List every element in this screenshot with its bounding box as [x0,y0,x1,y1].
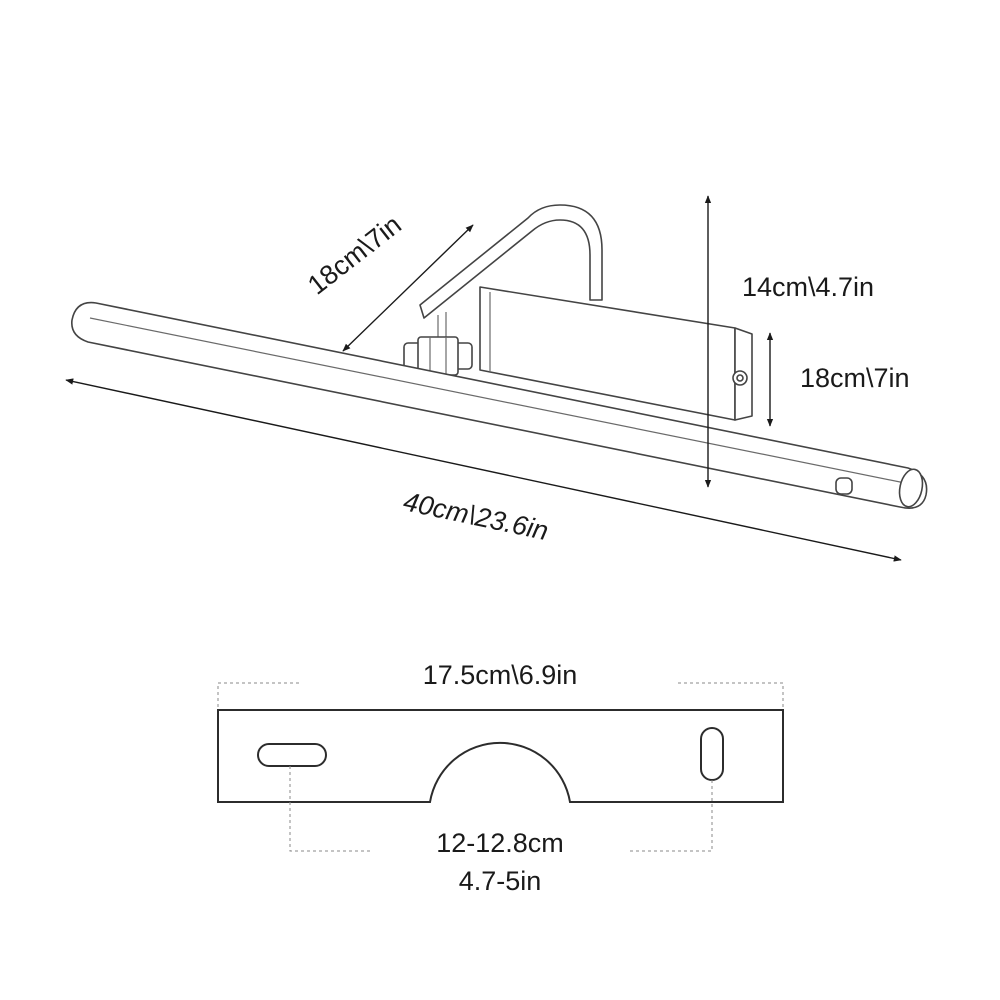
hole-spacing-in-label: 4.7-5in [459,866,542,896]
total-height-label: 14cm\4.7in [742,272,874,302]
hole-spacing-guide-left [289,766,372,852]
bar-length-arrow [65,378,902,562]
mounting-plate-diagram: 17.5cm\6.9in 12-12.8cm 4.7-5in [217,660,784,896]
arm-length-label: 18cm\7in [302,209,407,300]
hole-spacing-cm-label: 12-12.8cm [436,828,564,858]
mounting-slot-right [700,727,724,781]
mounting-slot-left [257,743,327,767]
plate-width-guide-left [217,682,302,707]
mounting-plate [217,709,784,803]
base-height-label: 18cm\7in [800,363,910,393]
bar-length-label: 40cm\23.6in [401,486,551,546]
bar-switch-icon [835,477,853,495]
lamp-illustration [71,204,928,509]
plate-width-guide-right [678,682,784,707]
plate-width-label: 17.5cm\6.9in [423,660,578,690]
arm-length-arrow [342,224,474,352]
